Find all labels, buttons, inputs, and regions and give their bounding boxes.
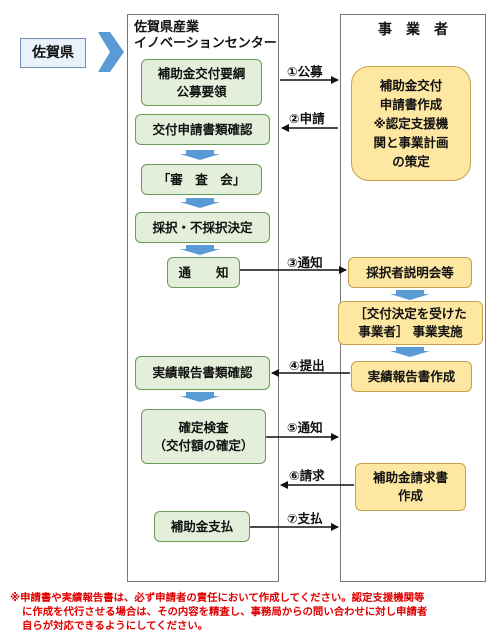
hokoku-box: 実績報告書作成	[351, 361, 472, 392]
setsumei-label: 採択者説明会等	[366, 264, 454, 280]
arrow-label-1: ①公募	[287, 64, 323, 79]
prefecture-box: 佐賀県	[20, 38, 86, 68]
setsumei-box: 採択者説明会等	[348, 257, 472, 288]
koubo-box: 補助金交付要綱 公募要領	[141, 59, 262, 106]
prefecture-label: 佐賀県	[32, 45, 74, 61]
shinsa-label: 「審 査 会」	[157, 171, 246, 187]
shiharai-box: 補助金支払	[154, 511, 250, 542]
saitaku-label: 採択・不採択決定	[152, 219, 253, 235]
center-column	[127, 14, 279, 582]
jisseki-label: 実績報告書類確認	[152, 365, 253, 380]
arrow-label-6: ⑥請求	[289, 468, 325, 483]
kakutei-box: 確定検査 （交付額の確定）	[141, 409, 266, 464]
kakunin-box: 交付申請書類確認	[135, 114, 270, 145]
arrow-label-7: ⑦支払	[287, 511, 323, 526]
footnote-line-2: に作成を代行させる場合は、その内容を精査し、事務局からの問い合わせに対し申請者	[22, 606, 428, 618]
arrow-label-4: ④提出	[289, 358, 325, 373]
shinsei-box: 補助金交付 申請書作成 ※認定支援機 関と事業計画 の策定	[351, 66, 471, 181]
arrow-label-2: ②申請	[289, 111, 325, 126]
seikyu-label: 補助金請求書 作成	[372, 470, 448, 503]
jisshi-box: ［交付決定を受けた 事業者］ 事業実施	[338, 301, 483, 345]
kakunin-label: 交付申請書類確認	[152, 121, 253, 137]
jisseki-box: 実績報告書類確認	[135, 356, 270, 390]
saitaku-box: 採択・不採択決定	[135, 212, 270, 243]
shiharai-label: 補助金支払	[170, 518, 234, 534]
arrow-label-5: ⑤通知	[287, 420, 323, 435]
jisshi-label: ［交付決定を受けた 事業者］ 事業実施	[354, 306, 467, 339]
arrow-label-3: ③通知	[287, 255, 323, 270]
center-title: 佐賀県産業 イノベーションセンター	[134, 20, 277, 51]
footnote-line-1: ※申請書や実績報告書は、必ず申請者の責任において作成してください。認定支援機関等	[10, 592, 425, 604]
tsuchi-box: 通 知	[167, 257, 240, 288]
shinsei-label: 補助金交付 申請書作成 ※認定支援機 関と事業計画 の策定	[373, 78, 449, 169]
footnote-line-3: 自らが対応できるようにしてください。	[22, 620, 209, 632]
business-title: 事 業 者	[378, 22, 448, 38]
kakutei-label: 確定検査 （交付額の確定）	[153, 419, 254, 453]
tsuchi-label: 通 知	[178, 264, 229, 280]
koubo-label: 補助金交付要綱 公募要領	[157, 65, 246, 99]
shinsa-box: 「審 査 会」	[141, 164, 262, 195]
hokoku-label: 実績報告書作成	[367, 368, 456, 384]
seikyu-box: 補助金請求書 作成	[355, 463, 466, 511]
